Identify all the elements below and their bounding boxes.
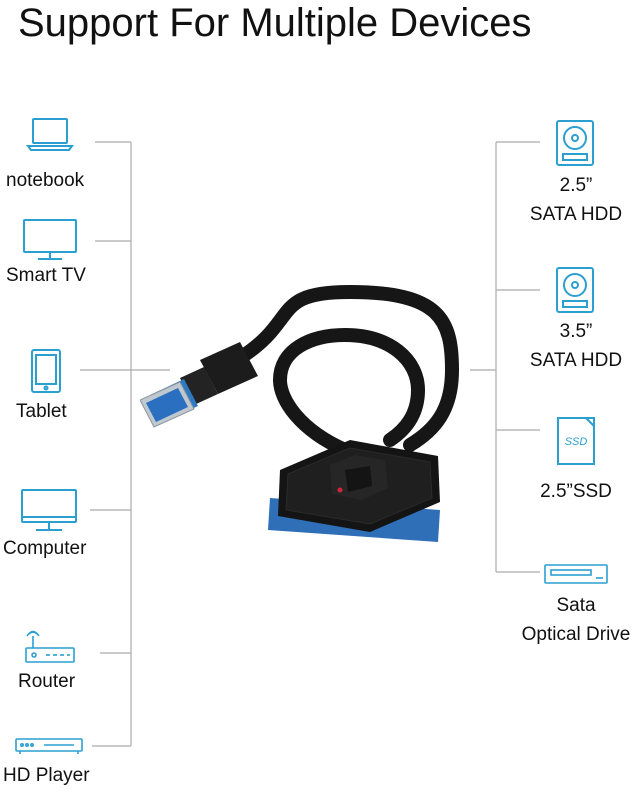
device-label-tablet: Tablet <box>16 401 67 422</box>
hard-drive-icon <box>555 266 595 314</box>
device-label-notebook: notebook <box>6 170 85 191</box>
optical-drive-icon <box>543 562 609 586</box>
device-label-hd-player: HD Player <box>3 765 90 786</box>
device-label-hdd-35-size: 3.5” <box>559 321 593 342</box>
page-title: Support For Multiple Devices <box>18 1 532 45</box>
device-label-optical-2: Optical Drive <box>521 624 631 645</box>
cable <box>233 284 460 452</box>
device-label-computer: Computer <box>3 538 87 559</box>
monitor-icon <box>20 488 78 534</box>
laptop-icon <box>26 117 74 153</box>
hard-drive-icon <box>555 119 595 167</box>
tv-icon <box>22 218 78 262</box>
ssd-icon-text: SSD <box>565 436 588 448</box>
device-label-hdd-35-type: SATA HDD <box>529 350 623 371</box>
device-label-smart-tv: Smart TV <box>6 265 86 286</box>
usb-plug <box>140 342 258 428</box>
usb-sata-adapter-image <box>140 284 460 542</box>
device-label-hdd-25-size: 2.5” <box>559 175 593 196</box>
tablet-icon <box>29 348 63 394</box>
ssd-icon: SSD <box>556 416 596 466</box>
device-label-router: Router <box>18 671 76 692</box>
device-label-ssd: 2.5”SSD <box>540 481 612 502</box>
device-label-optical-1: Sata <box>556 595 596 616</box>
hd-player-icon <box>14 736 84 756</box>
cable-inner <box>272 327 426 457</box>
router-icon <box>24 630 76 666</box>
device-label-hdd-25-type: SATA HDD <box>529 204 623 225</box>
status-led <box>337 487 343 493</box>
